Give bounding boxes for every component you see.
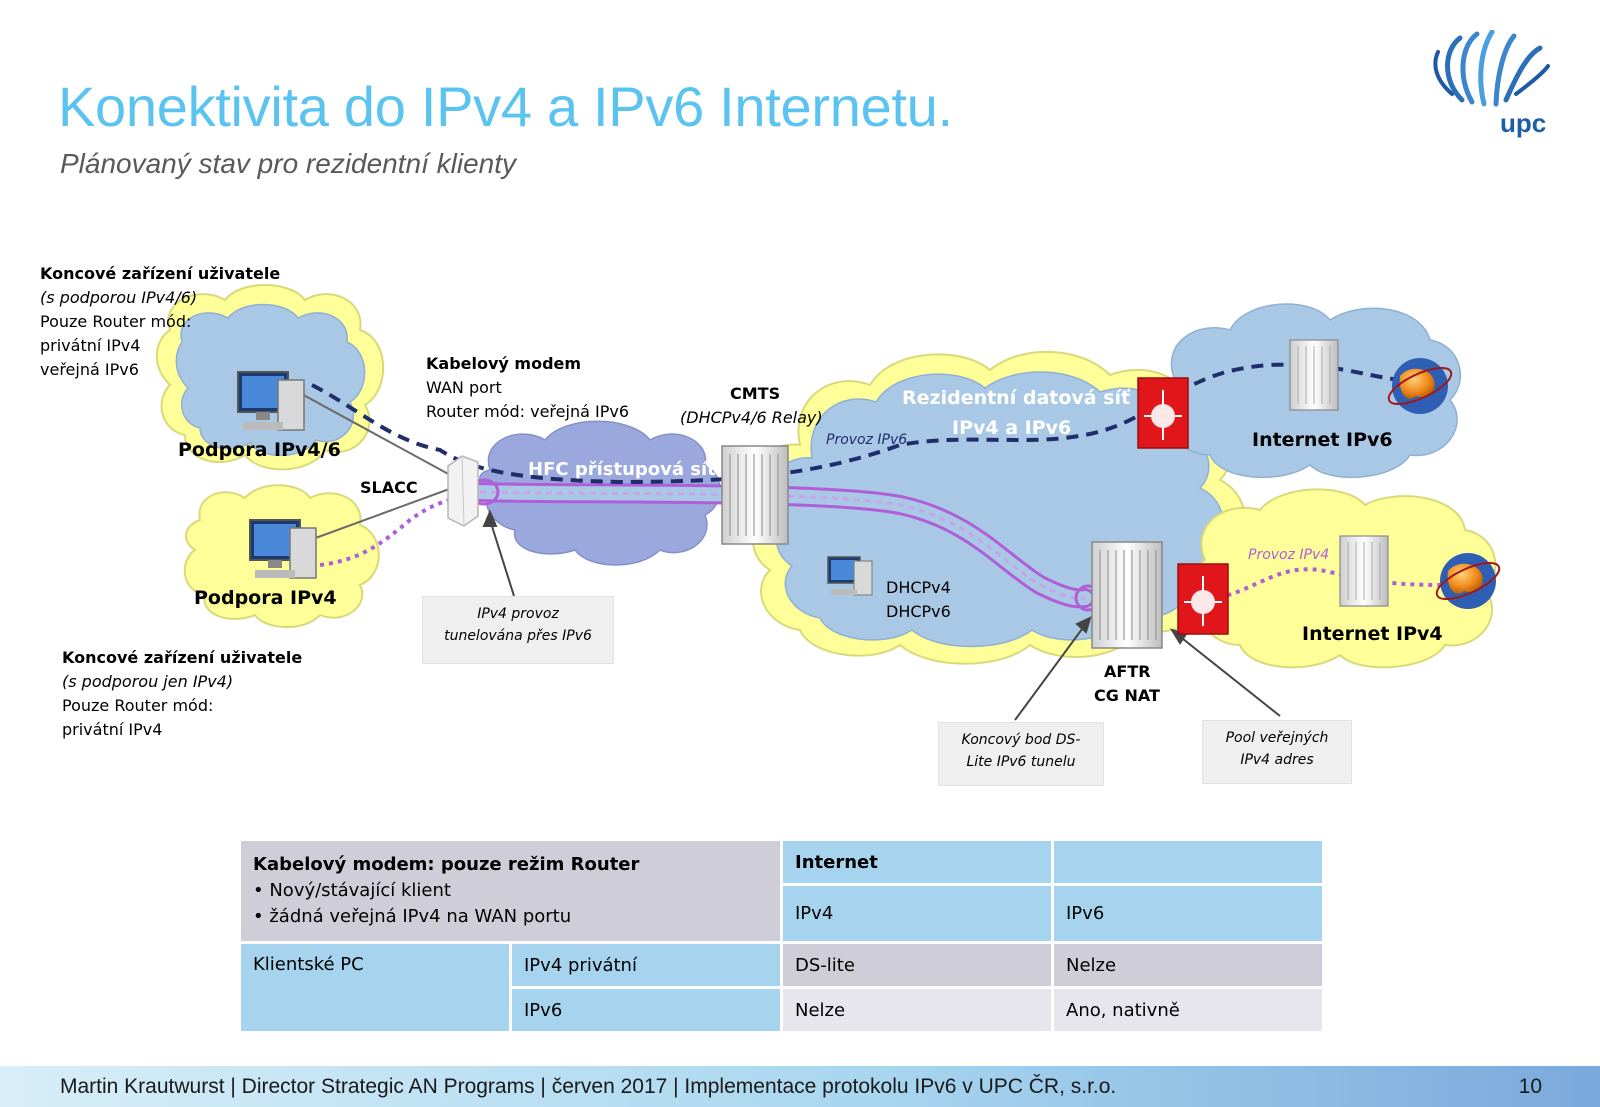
table-header-ipv6: IPv6 [1054, 886, 1322, 941]
provoz-ipv4-label: Provoz IPv4 [1248, 547, 1330, 563]
cmts-title: CMTS [730, 384, 781, 403]
cloud-ipv46-label: Podpora IPv4/6 [178, 439, 341, 461]
network-diagram [155, 284, 1501, 721]
provoz-ipv6-label: Provoz IPv6 [826, 432, 908, 448]
upc-logo-text: upc [1500, 108, 1547, 138]
page-title: Konektivita do IPv4 a IPv6 Internetu. [58, 75, 953, 138]
modem-router: Router mód: veřejná IPv6 [426, 402, 629, 421]
pc-icon [249, 519, 317, 579]
table-row1-ipv6: Nelze [1054, 944, 1322, 986]
link-pc1-modem [297, 391, 453, 477]
hfc-label: HFC přístupová síť [528, 459, 716, 480]
device-bottom-support: (s podporou jen IPv4) [62, 672, 234, 691]
page-number: 10 [1518, 1075, 1542, 1098]
table-row2-ipv4: Nelze [783, 989, 1051, 1031]
router-icon [1137, 377, 1189, 449]
aftr-server-icon [1091, 541, 1163, 649]
device-top-mode: Pouze Router mód: [40, 312, 192, 331]
dhcpv6-label: DHCPv6 [886, 602, 951, 621]
table-row-label-client: Klientské PC [241, 944, 509, 1031]
router-icon [1177, 563, 1229, 635]
table-row2-ipv6: Ano, nativně [1054, 989, 1322, 1031]
table-row1-ipv4: DS-lite [783, 944, 1051, 986]
cloud-ipv4-label: Podpora IPv4 [194, 587, 337, 609]
table-header-modem: Kabelový modem: pouze režim Router • Nov… [241, 841, 780, 941]
summary-table: Kabelový modem: pouze režim Router • Nov… [238, 838, 1325, 1034]
device-bottom-heading: Koncové zařízení uživatele [62, 648, 303, 667]
upc-logo [1433, 30, 1550, 107]
callout-ipv4-tunnel: IPv4 provoz tunelována přes IPv6 [422, 596, 614, 664]
table-row2-type: IPv6 [512, 989, 780, 1031]
device-top-line2: veřejná IPv6 [40, 360, 139, 379]
table-row1-type: IPv4 privátní [512, 944, 780, 986]
ipv4-traffic-line-internet [1209, 567, 1441, 602]
resident-network-label-1: Rezidentní datová síť [902, 387, 1131, 409]
modem-title: Kabelový modem [426, 354, 582, 373]
cable-modem-icon [447, 455, 479, 527]
cgnat-label: CG NAT [1094, 686, 1160, 705]
slacc-label: SLACC [360, 478, 418, 497]
cmts-relay: (DHCPv4/6 Relay) [680, 408, 823, 427]
table-header-empty [1054, 841, 1322, 884]
device-bottom-mode: Pouze Router mód: [62, 696, 214, 715]
modem-wan: WAN port [426, 378, 502, 397]
dhcp-server-icon [827, 556, 873, 596]
device-top-heading: Koncové zařízení uživatele [40, 264, 281, 283]
internet-ipv4-server-icon [1339, 535, 1389, 607]
globe-icon [1387, 358, 1453, 414]
page-subtitle: Plánovaný stav pro rezidentní klienty [60, 148, 517, 179]
footer-text: Martin Krautwurst | Director Strategic A… [60, 1075, 1117, 1098]
internet-ipv4-label: Internet IPv4 [1302, 623, 1443, 645]
pc-icon [237, 371, 305, 431]
device-bottom-line1: privátní IPv4 [62, 720, 163, 739]
footer-bar: Martin Krautwurst | Director Strategic A… [0, 1066, 1600, 1107]
device-top-support: (s podporou IPv4/6) [40, 288, 198, 307]
internet-ipv6-server-icon [1289, 339, 1339, 411]
aftr-label: AFTR [1104, 662, 1151, 681]
table-header-ipv4: IPv4 [783, 886, 1051, 941]
table-header-internet: Internet [783, 841, 1051, 884]
globe-icon [1435, 553, 1501, 609]
callout-dslite-endpoint: Koncový bod DS- Lite IPv6 tunelu [938, 722, 1104, 786]
callout-public-ipv4-pool: Pool veřejných IPv4 adres [1202, 720, 1352, 784]
internet-ipv6-label: Internet IPv6 [1252, 429, 1393, 451]
link-pc2-modem [309, 487, 453, 541]
device-top-line1: privátní IPv4 [40, 336, 141, 355]
ipv6-traffic-line [311, 362, 1401, 485]
cmts-icon [721, 445, 789, 545]
dhcpv4-label: DHCPv4 [886, 578, 951, 597]
resident-network-label-2: IPv4 a IPv6 [952, 417, 1072, 439]
